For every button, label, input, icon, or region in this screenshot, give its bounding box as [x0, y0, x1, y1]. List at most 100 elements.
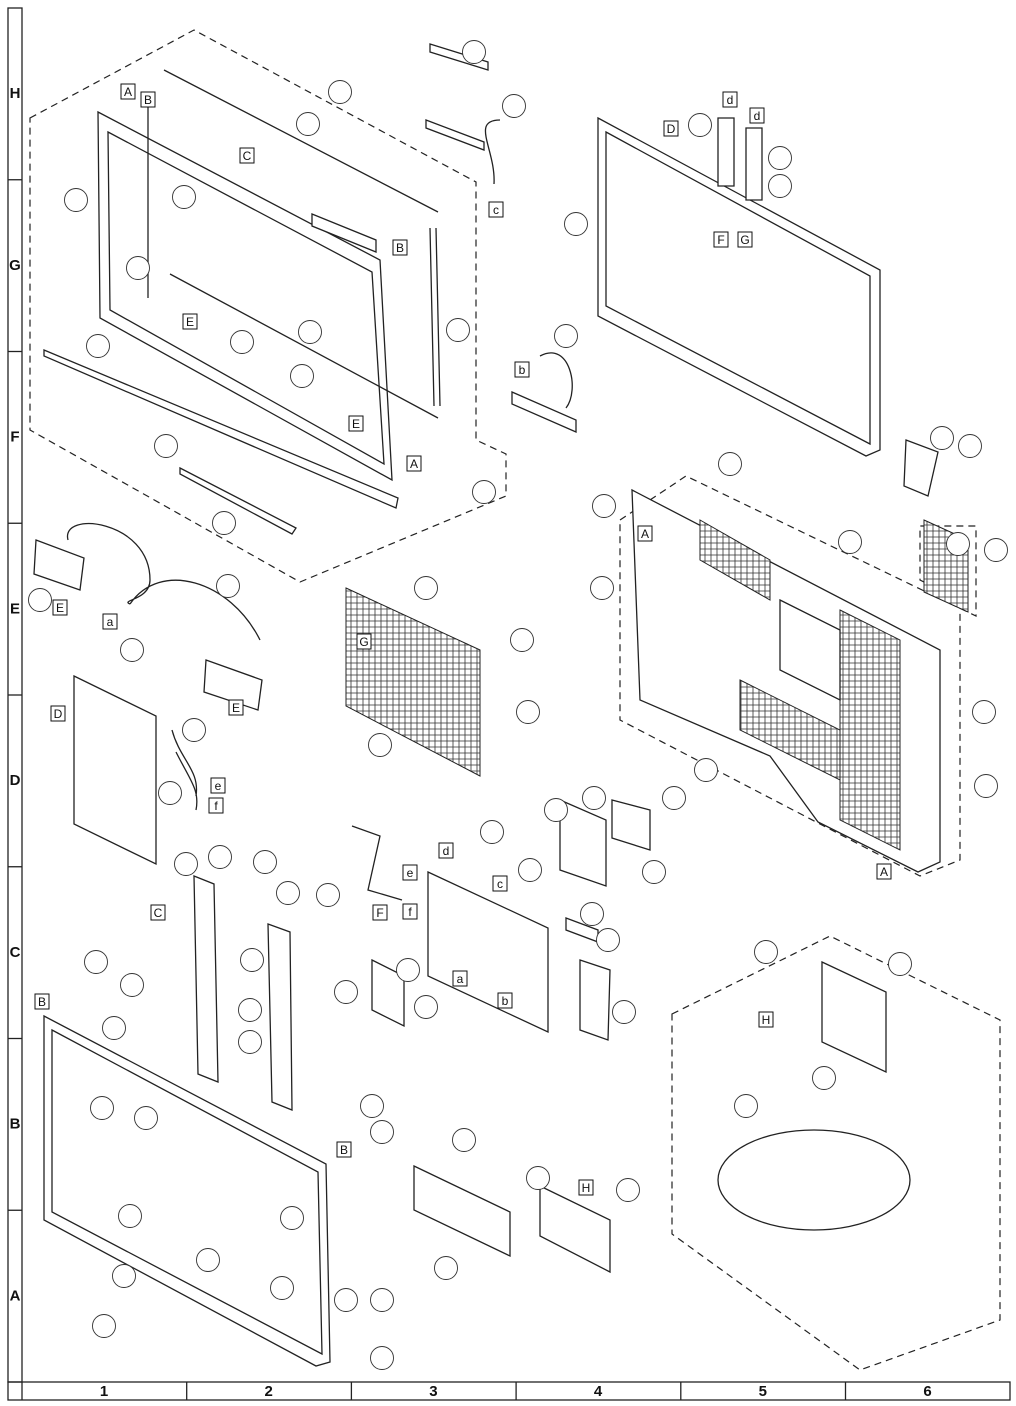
reference-label: E — [53, 600, 67, 615]
reference-label: f — [209, 798, 223, 813]
callout-circle — [65, 189, 88, 212]
callout-circle — [447, 319, 470, 342]
reference-label-text: B — [38, 995, 46, 1009]
rear-cabinet — [632, 490, 968, 872]
callout-circle — [183, 719, 206, 742]
side-board — [512, 392, 576, 432]
reference-label: a — [453, 971, 467, 986]
callout-circle — [947, 533, 970, 556]
reference-label-text: G — [740, 233, 749, 247]
key-board-lower — [426, 120, 484, 150]
callout-circle — [593, 495, 616, 518]
reference-label: F — [373, 905, 387, 920]
callout-circle — [397, 959, 420, 982]
reference-label: E — [349, 416, 363, 431]
grid-row-label: G — [9, 257, 21, 274]
callout-circle — [769, 175, 792, 198]
cable-c — [485, 120, 500, 184]
vertical-bracket-left — [194, 876, 218, 1082]
reference-label: B — [393, 240, 407, 255]
reference-label: E — [229, 700, 243, 715]
callout-circle — [555, 325, 578, 348]
stand-holder — [540, 1186, 610, 1272]
callout-circle — [239, 1031, 262, 1054]
reference-label: A — [638, 526, 652, 541]
callout-circle — [889, 953, 912, 976]
reference-label: f — [403, 904, 417, 919]
reference-label-text: c — [497, 877, 503, 891]
callout-circle — [335, 1289, 358, 1312]
callout-circle — [435, 1257, 458, 1280]
reference-label: e — [211, 778, 225, 793]
reference-label: H — [759, 1012, 773, 1027]
reference-label: E — [183, 314, 197, 329]
reference-label-text: D — [54, 707, 63, 721]
callout-circle — [371, 1121, 394, 1144]
callout-circle — [297, 113, 320, 136]
callout-circle — [813, 1067, 836, 1090]
callout-circle — [361, 1095, 384, 1118]
callout-circle — [87, 335, 110, 358]
reference-label-text: H — [582, 1181, 591, 1195]
reference-label: G — [738, 232, 752, 247]
callout-circle — [839, 531, 862, 554]
callout-circle — [369, 734, 392, 757]
reference-label-text: A — [880, 865, 888, 879]
reference-label: B — [35, 994, 49, 1009]
grid-row-label: H — [10, 85, 21, 102]
reference-label: D — [664, 121, 678, 136]
callout-circle — [121, 974, 144, 997]
shield-board — [74, 676, 156, 864]
callout-circle — [503, 95, 526, 118]
callout-circle — [239, 999, 262, 1022]
reference-label: a — [103, 614, 117, 629]
callout-circle — [231, 331, 254, 354]
callout-circle — [689, 114, 712, 137]
grid-column-label: 4 — [594, 1383, 603, 1400]
reference-label-text: d — [754, 109, 761, 123]
reference-label-text: a — [107, 615, 114, 629]
reference-label: c — [493, 876, 507, 891]
callout-circle — [511, 629, 534, 652]
grid-row-label: A — [10, 1287, 21, 1304]
callout-circle — [329, 81, 352, 104]
callout-circle — [209, 846, 232, 869]
callout-circle — [695, 759, 718, 782]
reference-label: C — [240, 148, 254, 163]
reference-label-text: e — [407, 866, 414, 880]
callout-circle — [277, 882, 300, 905]
callout-circle — [597, 929, 620, 952]
power-unit — [346, 588, 480, 776]
callout-circle — [119, 1205, 142, 1228]
lcd-panel — [598, 118, 938, 496]
callout-circle — [241, 949, 264, 972]
callout-circle — [769, 147, 792, 170]
front-bezel — [44, 70, 440, 534]
reference-label-text: c — [493, 203, 499, 217]
reference-label: B — [141, 92, 155, 107]
reference-label-text: b — [502, 994, 509, 1008]
hdd-unit — [612, 800, 650, 850]
reference-label-text: B — [340, 1143, 348, 1157]
callout-circle — [175, 853, 198, 876]
bracket-right — [580, 960, 610, 1040]
callout-circle — [617, 1179, 640, 1202]
reference-label: F — [714, 232, 728, 247]
reference-label-text: H — [762, 1013, 771, 1027]
callout-circle — [463, 41, 486, 64]
grid-column-label: 1 — [100, 1383, 108, 1400]
bracket-e — [352, 826, 402, 900]
callout-circle — [959, 435, 982, 458]
callout-circle — [197, 1249, 220, 1272]
callout-circle — [517, 701, 540, 724]
callout-circle — [155, 435, 178, 458]
callout-circle — [735, 1095, 758, 1118]
grid-column-label: 3 — [429, 1383, 437, 1400]
reference-label-text: e — [215, 779, 222, 793]
callout-circle — [519, 859, 542, 882]
reference-label-text: A — [641, 527, 649, 541]
reference-label: A — [121, 84, 135, 99]
grid-row-label: F — [10, 429, 19, 446]
callout-circle — [371, 1289, 394, 1312]
stand-bracket — [414, 1166, 510, 1256]
